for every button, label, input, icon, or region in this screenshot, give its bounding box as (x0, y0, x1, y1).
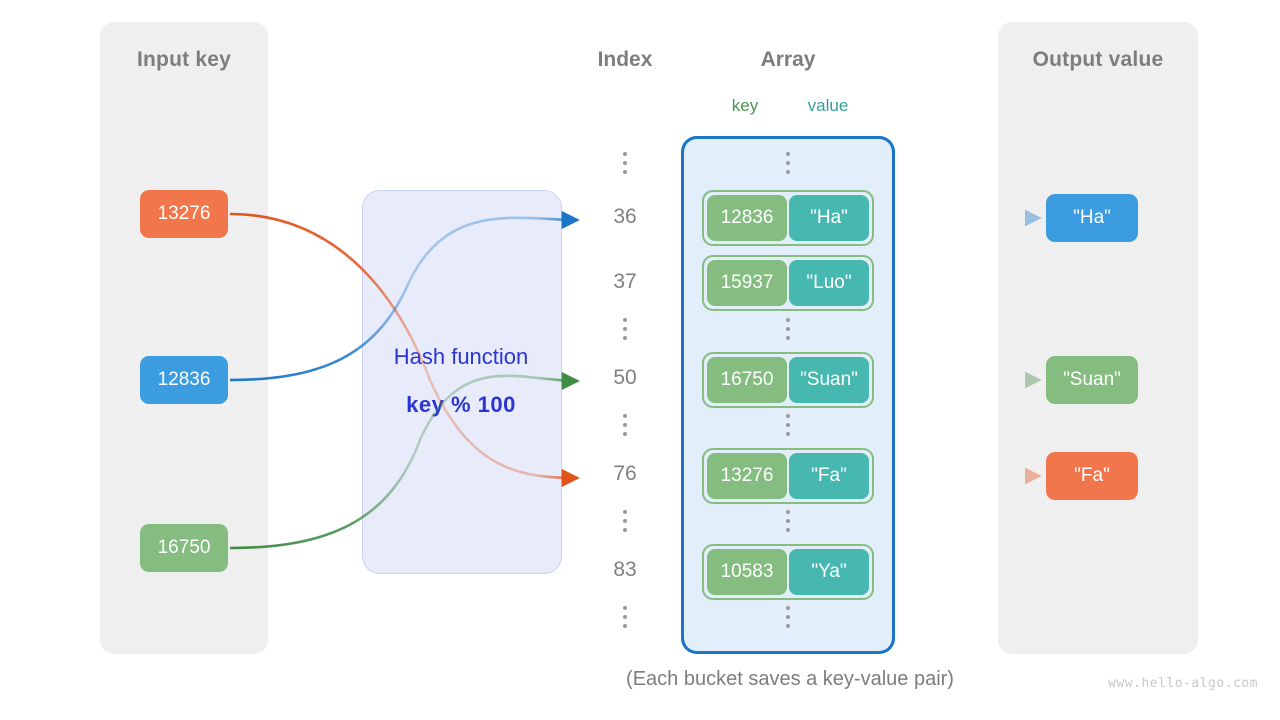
value-subheader: value (807, 96, 849, 115)
bucket-key-cell: 15937 (707, 260, 787, 306)
hash-function-box (362, 190, 562, 574)
output-value-panel: Output value (998, 22, 1198, 654)
index-label-83: 83 (613, 558, 637, 581)
bucket-12836[interactable]: 12836"Ha" (702, 190, 874, 246)
index-ellipsis-5 (596, 606, 654, 633)
bucket-key-cell: 13276 (707, 453, 787, 499)
array-column-header: Array (760, 48, 816, 71)
hash-function-label: Hash function (393, 344, 529, 369)
output-value-title: Output value (1032, 48, 1164, 71)
array-ellipsis-4 (702, 510, 874, 537)
bucket-value-cell: "Suan" (789, 357, 869, 403)
array-ellipsis-2 (702, 318, 874, 345)
bucket-10583[interactable]: 10583"Ya" (702, 544, 874, 600)
bucket-16750[interactable]: 16750"Suan" (702, 352, 874, 408)
diagram-caption: (Each bucket saves a key-value pair) (626, 668, 954, 690)
index-ellipsis-2 (596, 318, 654, 345)
index-ellipsis-1 (596, 152, 654, 179)
bucket-key-cell: 12836 (707, 195, 787, 241)
index-label-36: 36 (613, 205, 637, 228)
bucket-value-cell: "Ya" (789, 549, 869, 595)
index-label-50: 50 (613, 366, 637, 389)
bucket-value-cell: "Fa" (789, 453, 869, 499)
index-column-header: Index (597, 48, 653, 71)
output-value-Suan[interactable]: "Suan" (1046, 356, 1138, 404)
watermark: www.hello-algo.com (1108, 676, 1258, 691)
input-key-16750[interactable]: 16750 (140, 524, 228, 572)
bucket-value-cell: "Luo" (789, 260, 869, 306)
array-ellipsis-1 (702, 152, 874, 179)
array-ellipsis-5 (702, 606, 874, 633)
bucket-key-cell: 16750 (707, 357, 787, 403)
index-ellipsis-3 (596, 414, 654, 441)
bucket-value-cell: "Ha" (789, 195, 869, 241)
input-key-title: Input key (137, 48, 231, 71)
bucket-key-cell: 10583 (707, 549, 787, 595)
bucket-15937[interactable]: 15937"Luo" (702, 255, 874, 311)
bucket-13276[interactable]: 13276"Fa" (702, 448, 874, 504)
input-key-13276[interactable]: 13276 (140, 190, 228, 238)
key-subheader: key (731, 96, 759, 115)
array-ellipsis-3 (702, 414, 874, 441)
output-value-Ha[interactable]: "Ha" (1046, 194, 1138, 242)
input-key-12836[interactable]: 12836 (140, 356, 228, 404)
output-value-Fa[interactable]: "Fa" (1046, 452, 1138, 500)
hash-function-formula: key % 100 (406, 392, 516, 417)
index-label-37: 37 (613, 270, 637, 293)
index-label-76: 76 (613, 462, 637, 485)
index-ellipsis-4 (596, 510, 654, 537)
